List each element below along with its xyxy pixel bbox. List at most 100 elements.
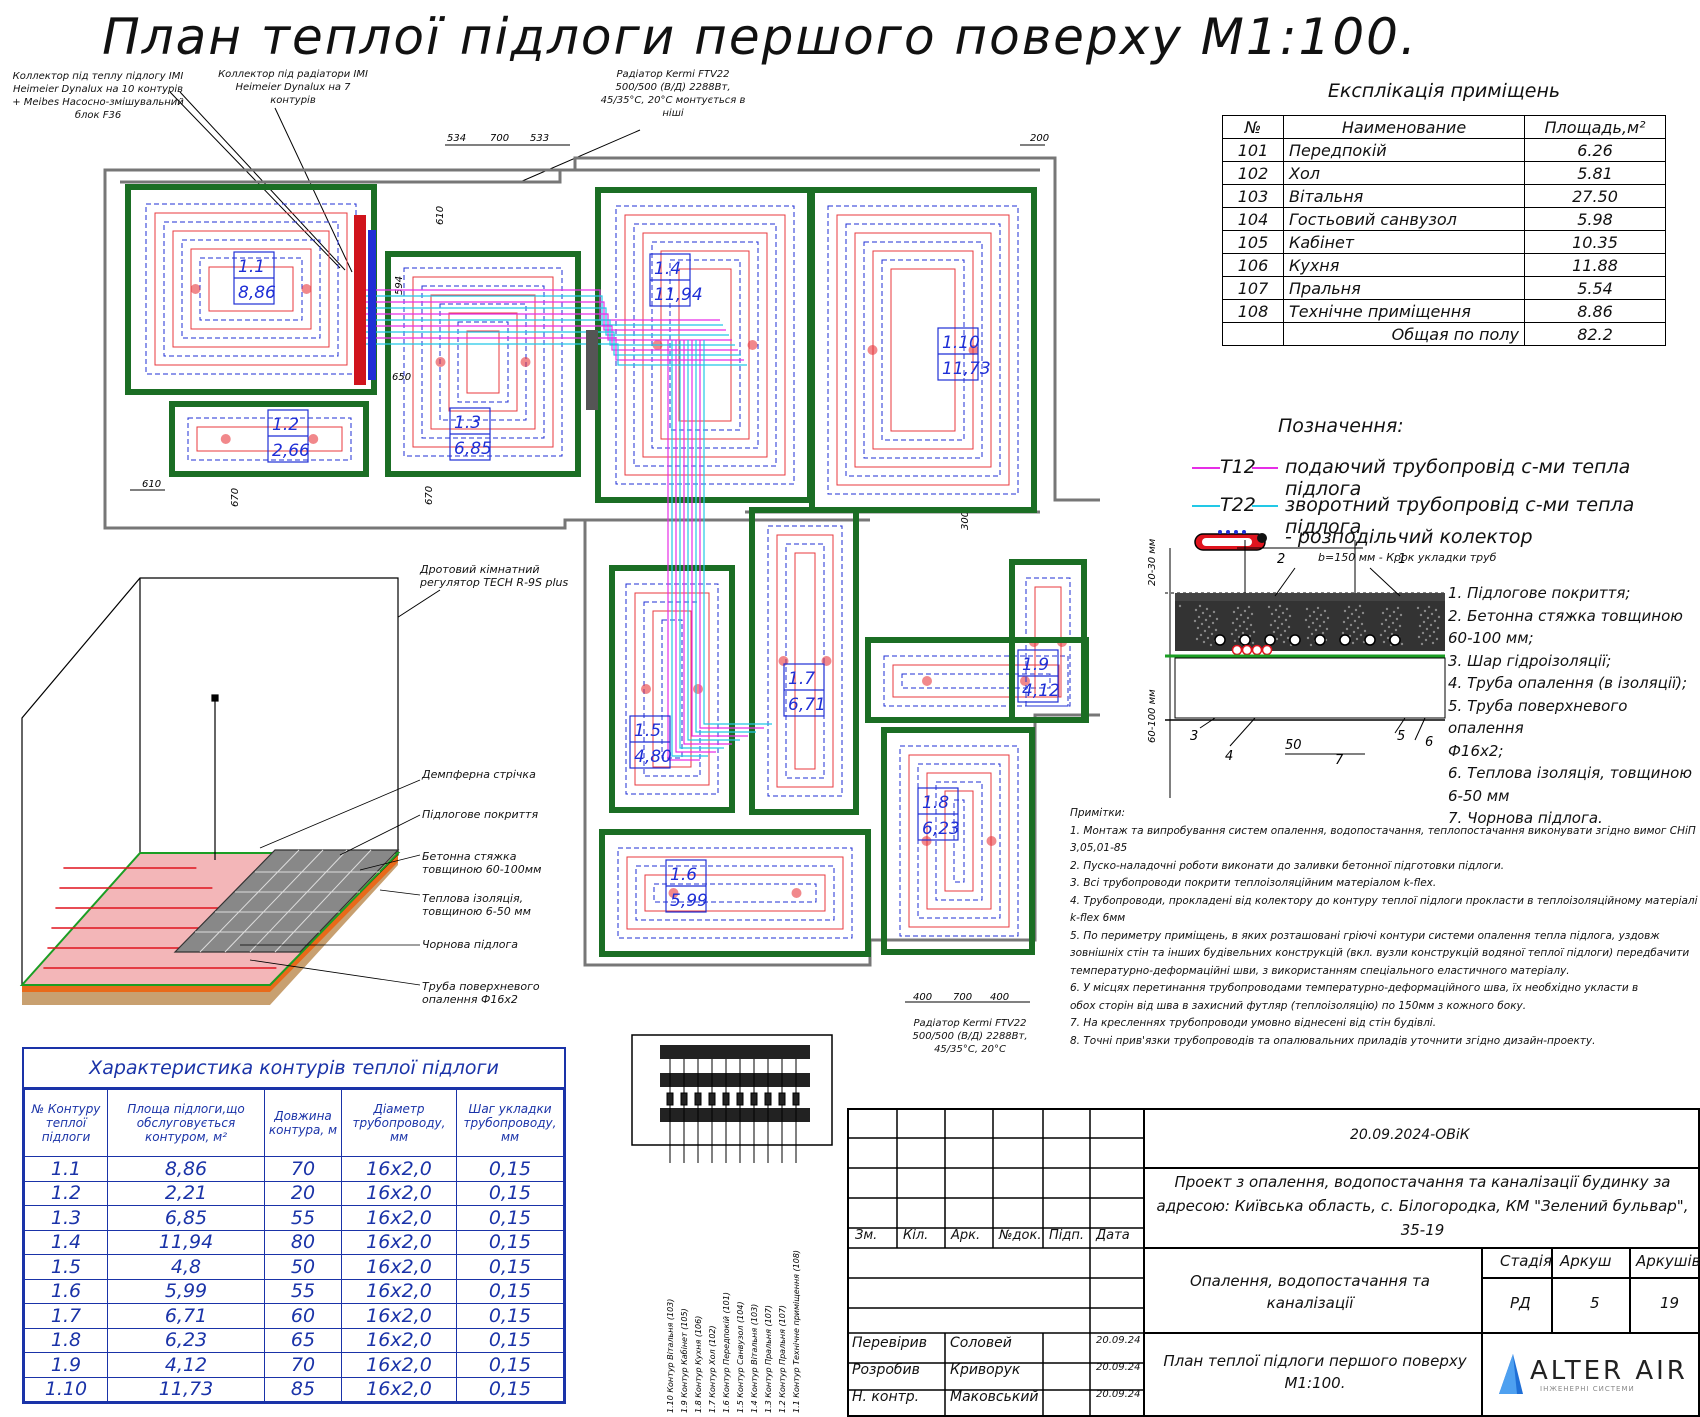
logo-icon: [1499, 1354, 1523, 1394]
table-cell: 16х2,0: [341, 1254, 457, 1280]
callout-3: 3: [1190, 729, 1198, 744]
manifold-loop-label: 1.4 Контур Вітальня (103): [750, 1304, 759, 1413]
loop-marker: [668, 888, 679, 898]
screed-aggregate: [1288, 614, 1292, 618]
screed-aggregate: [1277, 615, 1281, 619]
screed-aggregate: [1428, 634, 1432, 638]
screed-aggregate: [1350, 612, 1354, 616]
trunk-pipes: [366, 289, 772, 761]
screed-aggregate: [1400, 642, 1404, 646]
manifold-loop-label: 1.6 Контур Передпокій (101): [722, 1292, 731, 1413]
room-label-area: 11,94: [654, 285, 703, 305]
table-cell: 55: [264, 1205, 342, 1231]
stamp-sheet: 5: [1590, 1294, 1600, 1312]
dim-594: 594: [394, 276, 405, 295]
annotation-rough-floor: Чорнова підлога: [422, 938, 519, 951]
screed-aggregate: [1236, 606, 1240, 610]
section-pipe: [1314, 634, 1326, 646]
callout-7: 7: [1335, 753, 1344, 768]
screed-aggregate: [1284, 618, 1288, 622]
trunk-pipe-v: [703, 340, 772, 725]
table-cell: 0,15: [456, 1377, 564, 1402]
note-item: 3. Всі трубопроводи покрити теплоізоляці…: [1070, 877, 1437, 889]
table-header-row: № Контуру теплої підлоги Площа підлоги,щ…: [24, 1089, 564, 1157]
logo-text: ALTER AIR: [1530, 1356, 1688, 1386]
screed-aggregate: [1278, 604, 1282, 608]
loop-ring: [908, 754, 1010, 928]
screed-aggregate: [1306, 636, 1310, 640]
iso-tile-line: [249, 849, 348, 953]
table-cell: 102: [1222, 161, 1284, 185]
loop-ring: [172, 230, 330, 348]
stamp-stage-header: Стадія: [1500, 1252, 1552, 1270]
screed-aggregate: [1419, 613, 1423, 617]
loop-marker: [921, 836, 932, 846]
table-cell: 16х2,0: [341, 1377, 457, 1402]
stamp-person-name: Криворук: [950, 1362, 1021, 1378]
room-label-area: 6,85: [454, 439, 492, 459]
stamp-person-name: Маковський: [950, 1389, 1039, 1405]
table-cell: 1.3: [24, 1205, 108, 1231]
screed-aggregate: [1423, 609, 1427, 613]
screed-aggregate: [1195, 637, 1199, 641]
total-label: Общая по полу: [1283, 322, 1525, 346]
screed-aggregate: [1352, 630, 1356, 634]
loop-ring: [767, 525, 843, 797]
header-cell: Наименование: [1283, 115, 1525, 139]
screed-aggregate: [1199, 633, 1203, 637]
iso-tile-line: [274, 849, 372, 953]
screed-aggregate: [1380, 622, 1384, 626]
total-value: 82.2: [1524, 322, 1666, 346]
stamp-col-header: Арк.: [951, 1228, 981, 1243]
screed-aggregate: [1203, 629, 1207, 633]
screed-aggregate: [1379, 633, 1383, 637]
header-cell: Площа підлоги,що обслуговується контуром…: [107, 1089, 265, 1157]
screed-aggregate: [1246, 616, 1250, 620]
screed-aggregate: [1432, 630, 1436, 634]
table-cell: 106: [1222, 253, 1284, 277]
table-cell: 108: [1222, 299, 1284, 323]
screed-aggregate: [1274, 608, 1278, 612]
screed-aggregate: [1276, 626, 1280, 630]
section-pipe: [1389, 634, 1401, 646]
screed-aggregate: [1273, 619, 1277, 623]
screed-aggregate: [1286, 636, 1290, 640]
loop-ring: [635, 865, 835, 921]
table-cell: 0,15: [456, 1205, 564, 1231]
screed-aggregate: [1425, 627, 1429, 631]
trunk-pipe-v: [679, 340, 724, 749]
dim-200: 200: [1030, 133, 1049, 144]
screed-aggregate: [1347, 605, 1351, 609]
loop-marker: [220, 434, 231, 444]
stamp-col-header: Дата: [1096, 1228, 1130, 1243]
table-header-row: № Наименование Площадь,м²: [1222, 115, 1666, 139]
loop-ring: [917, 763, 1001, 919]
manifold-valve: [722, 1092, 730, 1106]
table-cell: 101: [1222, 138, 1284, 162]
loop-ring: [187, 417, 352, 461]
annotation-screed: Бетонна стяжка товщиною 60-100мм: [422, 850, 542, 876]
callout-5: 5: [1397, 729, 1405, 744]
table-cell: 4,8: [107, 1254, 265, 1280]
stamp-sheets-header: Аркушів: [1636, 1252, 1700, 1270]
screed-aggregate: [1436, 626, 1440, 630]
section-pipe: [1364, 634, 1376, 646]
table-cell: 16х2,0: [341, 1181, 457, 1206]
header-cell: Довжина контура, м: [264, 1089, 342, 1157]
table-cell: 105: [1222, 230, 1284, 254]
stamp-col-header: Кіл.: [903, 1228, 929, 1243]
loop-marker: [308, 434, 319, 444]
notes-title: Примітки:: [1070, 807, 1126, 819]
trunk-pipe-v: [695, 340, 756, 733]
stamp-col-header: Зм.: [855, 1228, 878, 1243]
stamp-sheet-header: Аркуш: [1560, 1252, 1612, 1270]
screed-aggregate: [1361, 611, 1365, 615]
legend-text-supply: подаючий трубопровід с-ми тепла підлога: [1285, 456, 1631, 500]
screed-aggregate: [1323, 609, 1327, 613]
iso-tile-line: [199, 849, 300, 953]
dim-534: 534: [447, 133, 466, 144]
screed-aggregate: [1238, 624, 1242, 628]
table-cell: 55: [264, 1279, 342, 1304]
